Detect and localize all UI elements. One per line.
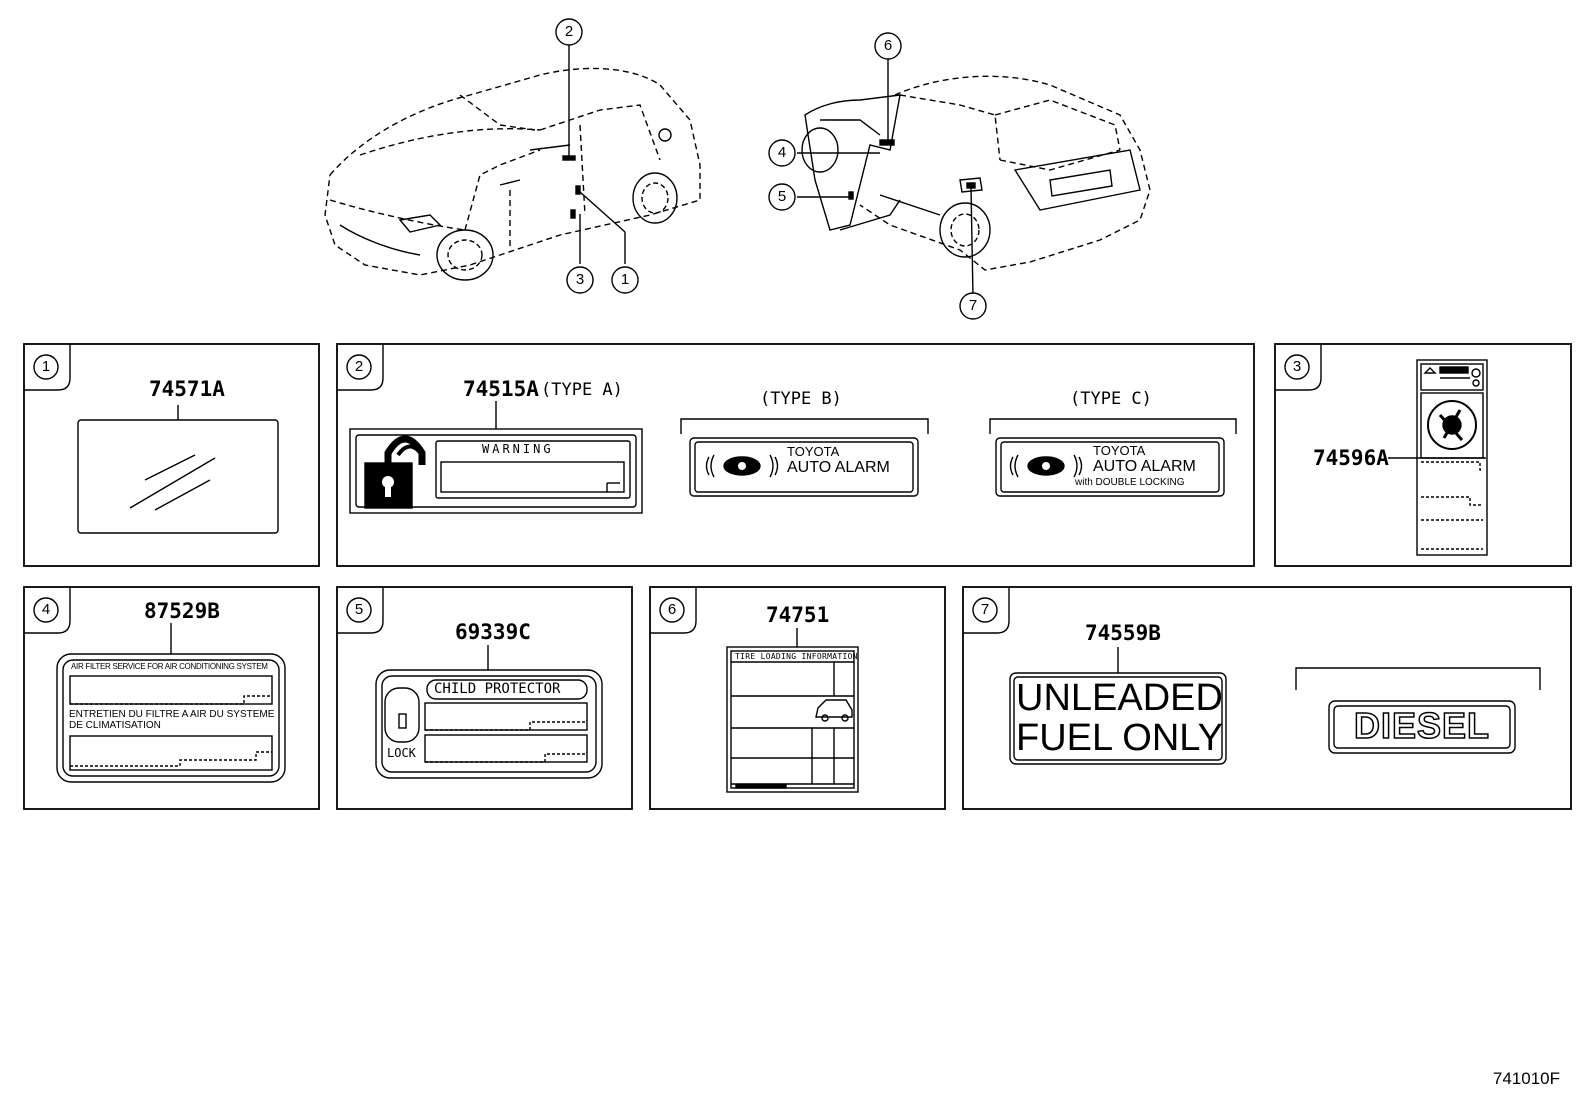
air-filter-line-1: AIR FILTER SERVICE FOR AIR CONDITIONING … — [71, 662, 268, 671]
callout-leaders-front — [568, 45, 626, 264]
callout-leaders-rear — [797, 59, 974, 297]
warning-text: WARNING — [482, 442, 554, 456]
label-type-b-drawing — [680, 418, 929, 497]
label-type-c-drawing — [989, 418, 1237, 497]
label-87529B-drawing — [56, 623, 286, 783]
type-c-brand: TOYOTA — [1093, 443, 1146, 458]
panel-7-number: 7 — [980, 601, 990, 618]
part-number-74596A: 74596A — [1313, 446, 1389, 470]
part-number-69339C: 69339C — [455, 620, 531, 644]
label-69339C-drawing — [375, 645, 603, 779]
label-74571A-drawing — [77, 405, 279, 534]
panel-5-number: 5 — [354, 601, 364, 618]
type-b-alarm: AUTO ALARM — [787, 459, 890, 476]
label-74751-drawing — [726, 628, 859, 793]
panel-2-number: 2 — [354, 358, 364, 375]
panel-6-number: 6 — [667, 601, 677, 618]
type-b-label: (TYPE B) — [760, 389, 842, 409]
type-b-brand: TOYOTA — [787, 444, 840, 459]
callout-circles — [33, 18, 1310, 623]
label-diesel-drawing — [1295, 667, 1541, 754]
panel-3-number: 3 — [1292, 358, 1302, 375]
panel-4-number: 4 — [41, 601, 51, 618]
diagram-code: 741010F — [1492, 1069, 1560, 1088]
callout-6: 6 — [883, 37, 893, 54]
child-protector-text: CHILD PROTECTOR — [434, 681, 561, 697]
tire-loading-text: TIRE LOADING INFORMATION — [735, 652, 858, 661]
type-c-double-locking: with DOUBLE LOCKING — [1075, 477, 1185, 488]
diesel-text: DIESEL — [1353, 704, 1491, 747]
air-filter-line-2: ENTRETIEN DU FILTRE A AIR DU SYSTEME — [69, 709, 275, 720]
alarm-siren-icon — [705, 454, 779, 478]
part-number-74559B: 74559B — [1085, 621, 1161, 645]
panel-tabs — [24, 344, 1322, 634]
padlock-icon — [364, 435, 426, 509]
callout-1: 1 — [620, 271, 630, 288]
unleaded-line-2: FUEL ONLY — [1016, 717, 1223, 759]
callout-4: 4 — [777, 144, 787, 161]
callout-7: 7 — [968, 297, 978, 314]
type-c-label: (TYPE C) — [1070, 389, 1152, 409]
car-front-details — [339, 128, 678, 281]
label-74515A-drawing — [349, 401, 643, 514]
callout-5: 5 — [777, 188, 787, 205]
part-number-87529B: 87529B — [144, 599, 220, 623]
unleaded-line-1: UNLEADED — [1016, 677, 1223, 719]
air-filter-line-3: DE CLIMATISATION — [69, 720, 161, 731]
car-rear-icon — [859, 75, 1151, 271]
part-number-74515A: 74515A — [463, 377, 539, 401]
label-74596A-drawing — [1388, 359, 1488, 556]
car-rear-details — [801, 94, 1141, 258]
panel-frames — [23, 343, 1572, 810]
part-number-74571A: 74571A — [149, 377, 225, 401]
vehicle-icon — [815, 699, 853, 722]
type-a-label: (TYPE A) — [541, 380, 623, 400]
part-number-74751: 74751 — [766, 603, 830, 627]
label-74559B-drawing — [1009, 647, 1227, 765]
car-front-icon — [324, 67, 701, 276]
lock-text: LOCK — [387, 746, 416, 760]
panel-1-number: 1 — [41, 358, 51, 375]
callout-3: 3 — [575, 271, 585, 288]
alarm-siren-icon — [1009, 454, 1083, 478]
type-c-alarm: AUTO ALARM — [1093, 458, 1196, 475]
callout-2: 2 — [564, 23, 574, 40]
